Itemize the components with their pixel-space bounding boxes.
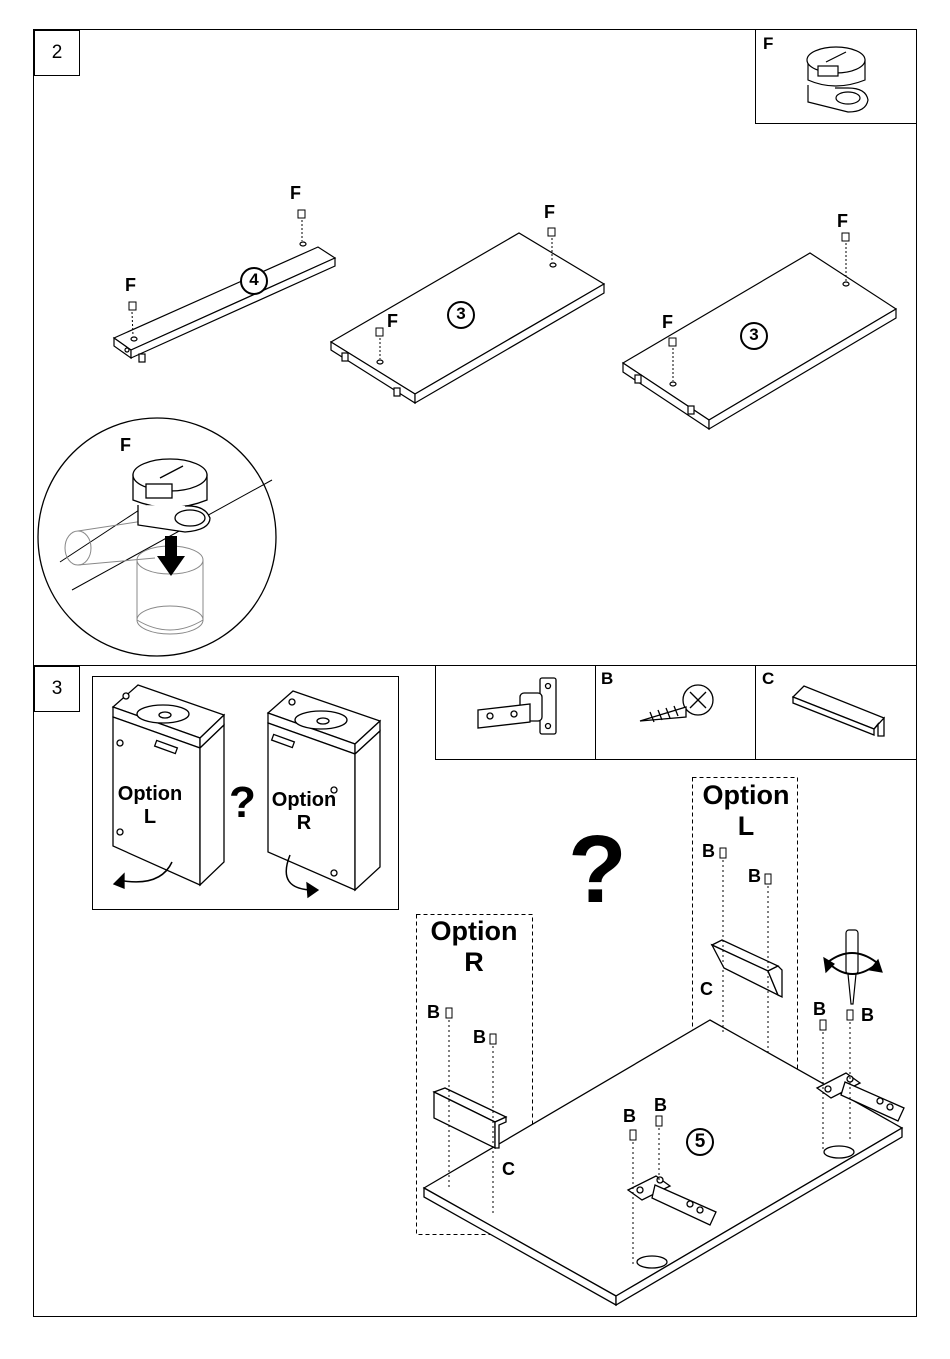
step-number-2: 2 [34, 30, 80, 76]
label-b-center1: B [623, 1107, 636, 1125]
assembly-option-r-label: Option R [420, 916, 528, 978]
label-b-r2: B [473, 1028, 486, 1046]
label-b-l1: B [702, 842, 715, 860]
option-r-label: Option R [266, 789, 342, 835]
assembly-option-r-line1: Option [420, 916, 528, 947]
panel3-right-label-f-left: F [662, 313, 673, 331]
question-mark-small: ? [229, 778, 256, 828]
assembly-option-l-line2: L [696, 811, 796, 842]
option-l-label: Option L [112, 783, 188, 829]
panel4-label-f-left: F [125, 276, 136, 294]
label-c-r: C [502, 1160, 515, 1178]
panel-number-4: 4 [241, 270, 267, 290]
label-b-r1: B [427, 1003, 440, 1021]
option-l-line1: Option [112, 783, 188, 806]
assembly-option-l-label: Option L [696, 780, 796, 842]
panel-number-5: 5 [687, 1131, 713, 1153]
assembly-option-l-line1: Option [696, 780, 796, 811]
part-label-c: C [762, 670, 774, 687]
panel3-right-label-f-top: F [837, 212, 848, 230]
part-label-b: B [601, 670, 613, 687]
question-mark-large: ? [568, 822, 627, 918]
panel3-middle-label-f-left: F [387, 312, 398, 330]
option-l-line2: L [112, 806, 188, 829]
panel-number-3-middle: 3 [448, 304, 474, 324]
assembly-option-r-line2: R [420, 947, 528, 978]
option-r-line2: R [266, 812, 342, 835]
step-number-3: 3 [34, 666, 80, 712]
option-r-line1: Option [266, 789, 342, 812]
label-c-l: C [700, 980, 713, 998]
panel4-label-f-top: F [290, 184, 301, 202]
label-b-center2: B [654, 1096, 667, 1114]
panel3-middle-label-f-top: F [544, 203, 555, 221]
label-b-l2: B [748, 867, 761, 885]
label-b-right1: B [813, 1000, 826, 1018]
detail-label-f: F [120, 436, 131, 454]
inset-label-f: F [763, 35, 773, 52]
panel-number-3-right: 3 [741, 325, 767, 345]
label-b-right2: B [861, 1006, 874, 1024]
